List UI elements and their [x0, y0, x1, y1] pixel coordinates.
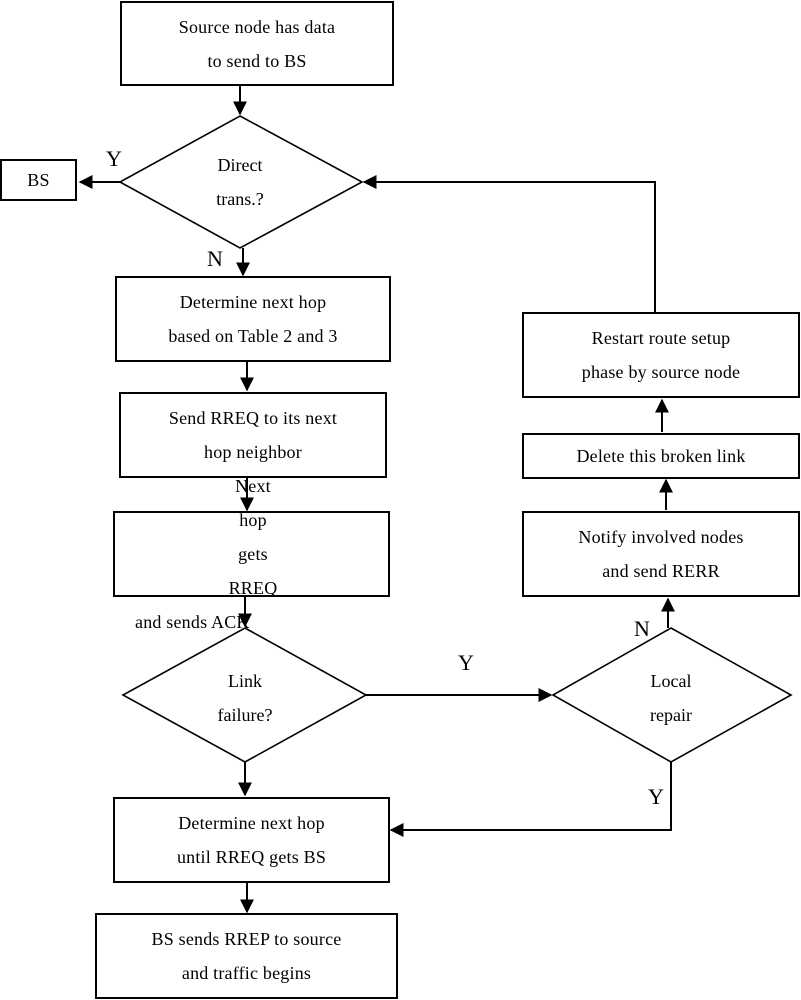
local-repair-text-line2: repair [650, 705, 692, 725]
determine2-text-line1: Determine next hop [178, 813, 325, 833]
local-repair-yes-label: Y [648, 784, 664, 809]
next-hop-word-3: gets [238, 544, 268, 564]
link-failure-yes-label: Y [458, 650, 474, 675]
link-failure-text-line2: failure? [217, 705, 273, 725]
direct-decision-diamond [118, 115, 364, 249]
direct-yes-label: Y [106, 146, 122, 171]
link-failure-text-line1: Link [228, 671, 262, 691]
direct-text-line2: trans.? [216, 189, 264, 209]
arrow-local-repair-to-determine2 [389, 762, 672, 837]
delete-link-box: Delete this broken link [522, 433, 800, 479]
notify-text-line1: Notify involved nodes [578, 527, 744, 547]
determine1-text-line1: Determine next hop [179, 292, 327, 312]
send-rreq-text-line2: hop neighbor [204, 442, 302, 462]
restart-box: Restart route setup phase by source node [522, 312, 800, 398]
local-repair-decision-text: Local repair [601, 664, 741, 732]
bs-text: BS [27, 170, 50, 190]
determine-next-hop-box: Determine next hop based on Table 2 and … [115, 276, 391, 362]
next-hop-word-1: Next [235, 476, 271, 496]
bs-sends-rrep-box: BS sends RREP to source and traffic begi… [95, 913, 398, 999]
start-text-line1: Source node has data [178, 16, 336, 37]
notify-box: Notify involved nodes and send RERR [522, 511, 800, 597]
link-failure-decision-text: Link failure? [175, 664, 315, 732]
direct-decision-text: Direct trans.? [170, 148, 310, 216]
determine2-text-line2: until RREQ gets BS [176, 847, 327, 867]
determine1-text-line2: based on Table 2 and 3 [168, 326, 338, 346]
next-hop-text-line2: and sends ACK [135, 612, 250, 632]
bs-box: BS [0, 159, 77, 201]
start-text-line2: to send to BS [207, 50, 307, 71]
next-hop-text-line1: Next hop gets RREQ [135, 469, 371, 605]
next-hop-word-4: RREQ [228, 578, 278, 598]
local-repair-text-line1: Local [650, 671, 692, 691]
next-hop-word-2: hop [239, 510, 267, 530]
restart-text-line2: phase by source node [581, 362, 741, 382]
start-box: Source node has data to send to BS [120, 1, 394, 86]
arrow-restart-to-direct [362, 175, 656, 312]
direct-text-line1: Direct [217, 155, 263, 175]
delete-text: Delete this broken link [576, 446, 746, 466]
restart-text-line1: Restart route setup [591, 328, 731, 348]
determine-until-bs-box: Determine next hop until RREQ gets BS [113, 797, 390, 883]
notify-text-line2: and send RERR [602, 561, 720, 581]
bs-sends-text-line2: and traffic begins [181, 963, 312, 983]
send-rreq-box: Send RREQ to its next hop neighbor [119, 392, 387, 478]
bs-sends-text-line1: BS sends RREP to source [151, 929, 342, 949]
direct-no-label: N [207, 246, 223, 271]
next-hop-box: Next hop gets RREQ and sends ACK [113, 476, 390, 632]
local-repair-no-label: N [634, 616, 650, 641]
send-rreq-text-line1: Send RREQ to its next [168, 408, 338, 428]
